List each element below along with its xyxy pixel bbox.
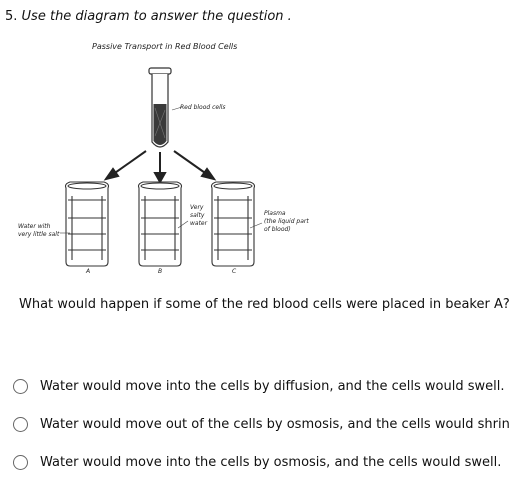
label-water-little-salt-1: Water with bbox=[18, 223, 51, 230]
arrows bbox=[103, 150, 217, 185]
question-number: 5. bbox=[5, 9, 18, 24]
label-very-salty-3: water bbox=[190, 220, 208, 227]
diagram-title: Passive Transport in Red Blood Cells bbox=[92, 42, 238, 51]
label-beaker-a: A bbox=[86, 268, 91, 275]
beaker-b bbox=[137, 181, 183, 267]
beaker-c bbox=[210, 181, 256, 267]
label-very-salty-1: Very bbox=[190, 204, 204, 211]
answer-option-2[interactable]: Water would move out of the cells by osm… bbox=[13, 413, 510, 435]
radio-button[interactable] bbox=[13, 416, 28, 432]
diagram-figure: Passive Transport in Red Blood Cells bbox=[0, 30, 510, 290]
label-beaker-c: C bbox=[232, 268, 237, 275]
answer-option-label: Water would move out of the cells by osm… bbox=[40, 416, 510, 432]
diagram-drawing bbox=[60, 67, 263, 267]
question-instruction: Use the diagram to answer the question . bbox=[21, 9, 292, 24]
question-prompt: What would happen if some of the red blo… bbox=[19, 297, 510, 312]
label-beaker-b: B bbox=[158, 268, 163, 275]
leader-lines bbox=[60, 220, 263, 234]
label-plasma-3: of blood) bbox=[264, 226, 291, 233]
test-tube bbox=[148, 67, 183, 148]
label-very-salty-2: salty bbox=[190, 212, 205, 219]
answer-option-3[interactable]: Water would move into the cells by osmos… bbox=[13, 451, 501, 473]
answer-option-label: Water would move into the cells by diffu… bbox=[40, 378, 505, 394]
label-plasma-1: Plasma bbox=[264, 210, 286, 217]
label-red-blood-cells: Red blood cells bbox=[180, 104, 226, 111]
label-water-little-salt-2: very little salt bbox=[18, 231, 60, 238]
answer-option-1[interactable]: Water would move into the cells by diffu… bbox=[13, 375, 505, 397]
label-plasma-2: (the liquid part bbox=[264, 218, 309, 225]
radio-button[interactable] bbox=[13, 378, 28, 394]
beaker-a bbox=[64, 181, 110, 267]
question-header: 5. Use the diagram to answer the questio… bbox=[5, 8, 292, 26]
answer-option-label: Water would move into the cells by osmos… bbox=[40, 454, 502, 470]
radio-button[interactable] bbox=[13, 454, 28, 470]
